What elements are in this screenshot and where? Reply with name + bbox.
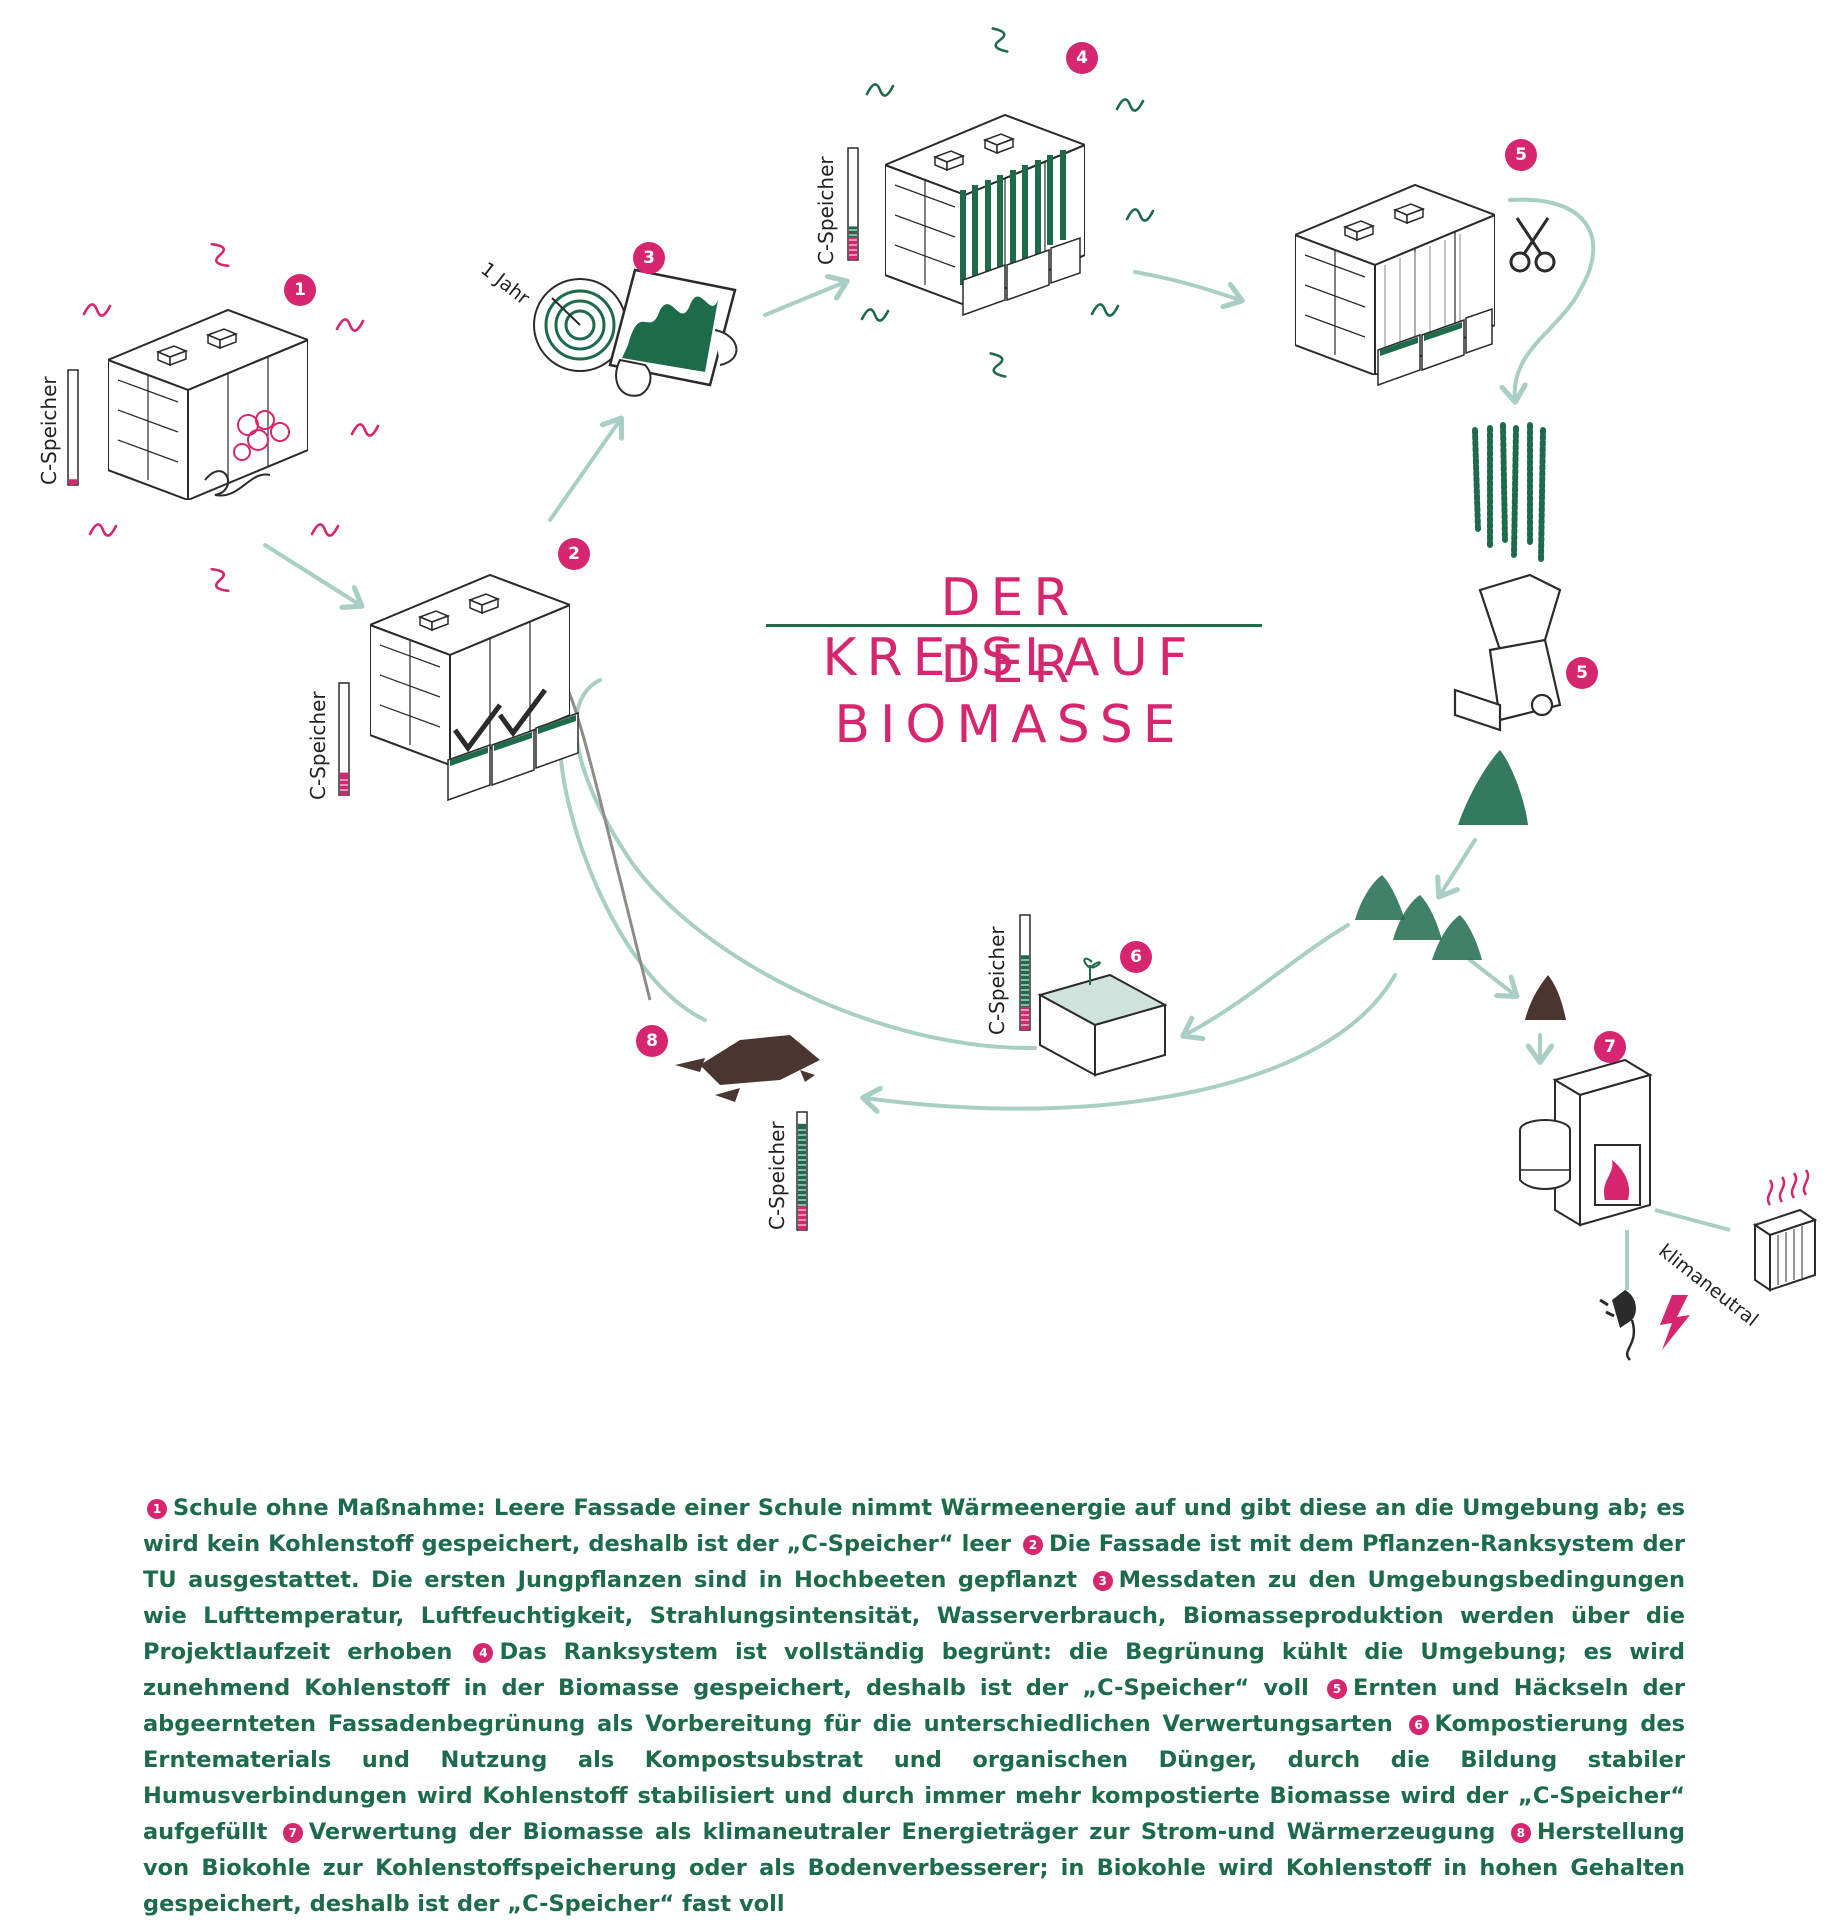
c-speicher-label-6: C-Speicher xyxy=(985,926,1009,1035)
c-speicher-gauge-1 xyxy=(67,369,79,486)
building-1 xyxy=(108,309,308,500)
legend-item-4: Das Ranksystem ist vollständig begrünt: … xyxy=(143,1639,1685,1701)
arrow-to-biochar xyxy=(865,973,1397,1109)
step-badge-5b: 5 xyxy=(1566,657,1598,689)
building-4-greened xyxy=(885,114,1085,317)
legend-item-6: Kompostierung des Erntematerials und Nut… xyxy=(143,1711,1685,1845)
arrow-4-to-5 xyxy=(1133,270,1240,300)
arrow-to-compost xyxy=(1185,923,1350,1035)
arrow-chips-to-piles xyxy=(1440,838,1477,895)
building-2 xyxy=(370,574,579,802)
arrow-to-pellets xyxy=(1468,958,1515,995)
step-badge-4: 4 xyxy=(1066,42,1098,74)
shredder xyxy=(1453,573,1562,732)
title-line-1: DER KREISLAUF xyxy=(822,568,1198,688)
c-speicher-fill-green-6 xyxy=(1021,955,1029,1007)
step-badge-7: 7 xyxy=(1594,1031,1626,1063)
c-speicher-label-8: C-Speicher xyxy=(765,1121,789,1230)
step-badge-6: 6 xyxy=(1120,941,1152,973)
arrow-3-to-4 xyxy=(763,282,845,317)
step-badge-1: 1 xyxy=(284,274,316,306)
arrow-biochar-to-2 xyxy=(558,738,707,1022)
c-speicher-fill-6 xyxy=(1021,1007,1029,1030)
arrow-2-to-3 xyxy=(548,420,620,522)
scissors-icon xyxy=(1509,217,1556,273)
step-badge-2: 2 xyxy=(558,538,590,570)
diagram-svg xyxy=(67,24,1818,1361)
step-badge-3: 3 xyxy=(633,242,665,274)
arrow-1-to-2 xyxy=(263,543,360,605)
cut-plants xyxy=(1472,422,1546,563)
biochar-pile xyxy=(675,1035,820,1102)
step-badge-5a: 5 xyxy=(1505,139,1537,171)
legend-item-3: Messdaten zu den Umgebungsbedingungen wi… xyxy=(143,1567,1685,1665)
legend-number: 4 xyxy=(473,1643,494,1663)
legend-item-2: Die Fassade ist mit dem Pflanzen-Ranksys… xyxy=(143,1531,1685,1593)
legend-number: 5 xyxy=(1326,1679,1347,1699)
legend-item-5: Ernten und Häckseln der abgeernteten Fas… xyxy=(143,1675,1685,1737)
c-speicher-fill-1 xyxy=(69,479,77,485)
biomass-cycle-diagram xyxy=(67,24,1818,1361)
radiator-icon xyxy=(1752,1169,1818,1292)
legend-number: 7 xyxy=(282,1823,303,1843)
legend-item-1: Schule ohne Maßnahme: Leere Fassade eine… xyxy=(143,1495,1685,1557)
energy-lines xyxy=(1625,1208,1731,1290)
title-line-2: DER BIOMASSE xyxy=(834,635,1186,755)
title-divider xyxy=(766,624,1262,627)
c-speicher-fill-8 xyxy=(798,1206,806,1230)
measurement-tablet xyxy=(533,268,738,397)
c-speicher-label-1: C-Speicher xyxy=(37,376,61,485)
chip-piles xyxy=(1355,750,1566,1020)
biomass-boiler xyxy=(1519,1058,1653,1227)
c-speicher-fill-2 xyxy=(340,772,348,795)
legend-number: 8 xyxy=(1510,1823,1531,1843)
legend-number: 1 xyxy=(147,1499,167,1519)
arrow-5-harvest xyxy=(1510,197,1596,400)
storage-gauges xyxy=(67,147,1031,1231)
building-5-harvested xyxy=(1295,184,1556,387)
legend-number: 3 xyxy=(1092,1571,1113,1591)
legend-item-7: Verwertung der Biomasse als klimaneutral… xyxy=(308,1819,1496,1845)
compost-box xyxy=(1037,957,1168,1077)
c-speicher-fill-4 xyxy=(849,237,857,260)
plug-icon xyxy=(1599,1290,1636,1361)
c-speicher-label-4: C-Speicher xyxy=(814,156,838,265)
step-badge-8: 8 xyxy=(636,1025,668,1057)
c-speicher-label-2: C-Speicher xyxy=(306,691,330,800)
legend-number: 2 xyxy=(1023,1535,1043,1555)
c-speicher-fill-green-4 xyxy=(849,226,857,238)
legend-number: 6 xyxy=(1408,1715,1429,1735)
lightning-icon xyxy=(1660,1295,1690,1350)
